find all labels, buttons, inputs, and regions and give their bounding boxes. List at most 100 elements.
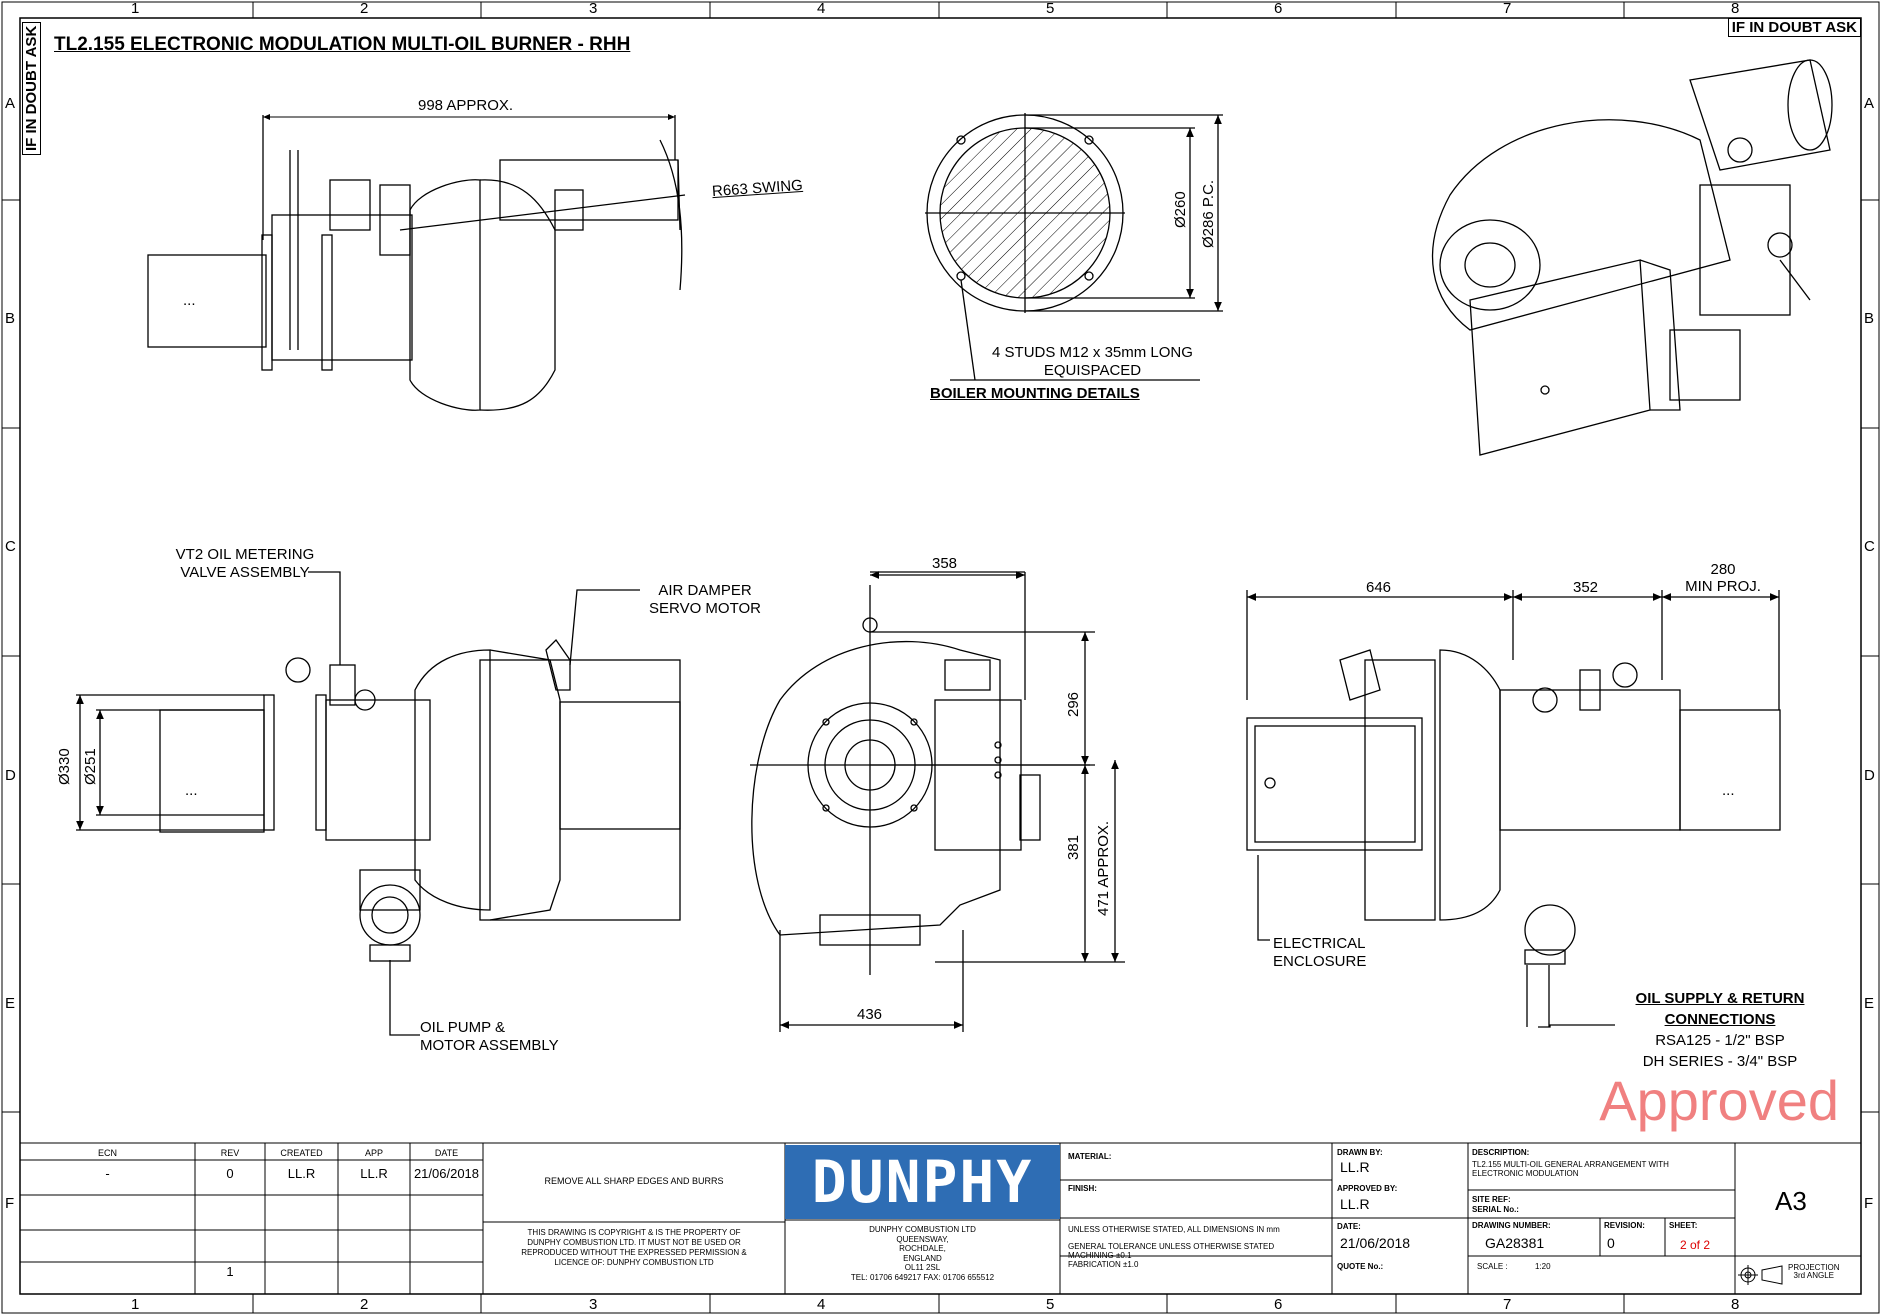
row-label-a-right: A bbox=[1864, 95, 1875, 112]
description-label: DESCRIPTION: bbox=[1472, 1148, 1530, 1157]
dim-358-label: 358 bbox=[932, 555, 958, 572]
created-value: LL.R bbox=[287, 1166, 316, 1181]
description-line-1: TL2.155 MULTI-OIL GENERAL ARRANGEMENT WI… bbox=[1472, 1160, 1669, 1169]
row-label-e-right: E bbox=[1864, 995, 1875, 1012]
company-address: DUNPHY COMBUSTION LTD QUEENSWAY, ROCHDAL… bbox=[785, 1225, 1060, 1282]
col-label-8-bottom: 8 bbox=[1731, 1296, 1740, 1313]
burner-isometric-view bbox=[1431, 59, 1833, 456]
burner-side-view-bottom bbox=[76, 571, 681, 1036]
tolerance-note: GENERAL TOLERANCE UNLESS OTHERWISE STATE… bbox=[1068, 1242, 1275, 1251]
oil-supply-note: OIL SUPPLY & RETURN CONNECTIONS RSA125 -… bbox=[1610, 988, 1830, 1072]
dim-998-label: 998 APPROX. bbox=[418, 97, 514, 114]
copyright-line-2: DUNPHY COMBUSTION LTD. IT MUST NOT BE US… bbox=[527, 1238, 741, 1247]
address-line-3: ROCHDALE, bbox=[899, 1244, 946, 1253]
date-label: DATE: bbox=[1337, 1222, 1361, 1231]
burner-front-view bbox=[750, 571, 1125, 1032]
boiler-mounting-heading: BOILER MOUNTING DETAILS bbox=[930, 385, 1140, 402]
date-header: DATE bbox=[434, 1148, 459, 1158]
burner-side-view-right bbox=[1246, 590, 1781, 1028]
row-label-b-right: B bbox=[1864, 310, 1875, 327]
oil-pump-label: OIL PUMP & MOTOR ASSEMBLY bbox=[420, 1019, 559, 1055]
dots-top-view: ... bbox=[183, 292, 196, 309]
projection-label: PROJECTION 3rd ANGLE bbox=[1788, 1264, 1840, 1280]
col-label-5-bottom: 5 bbox=[1046, 1296, 1055, 1313]
address-line-1: DUNPHY COMBUSTION LTD bbox=[869, 1225, 976, 1234]
dim-352-label: 352 bbox=[1573, 579, 1599, 596]
studs-line-2: EQUISPACED bbox=[1043, 362, 1142, 379]
date-value: 21/06/2018 bbox=[413, 1166, 480, 1181]
row-label-d: D bbox=[5, 767, 16, 784]
approved-by-value: LL.R bbox=[1340, 1196, 1370, 1212]
studs-note: 4 STUDS M12 x 35mm LONG EQUISPACED bbox=[980, 344, 1205, 380]
elec-line-1: ELECTRICAL bbox=[1273, 935, 1366, 952]
col-label-5: 5 bbox=[1046, 0, 1055, 17]
address-line-4: ENGLAND bbox=[903, 1253, 942, 1263]
elec-line-2: ENCLOSURE bbox=[1273, 953, 1367, 970]
row-label-d-right: D bbox=[1864, 767, 1875, 784]
air-line-1: AIR DAMPER bbox=[658, 582, 752, 599]
copyright-note: THIS DRAWING IS COPYRIGHT & IS THE PROPE… bbox=[483, 1228, 785, 1268]
dots-right-view: ... bbox=[1722, 782, 1735, 799]
dim-280-label: 280 bbox=[1710, 561, 1736, 578]
site-ref-label: SITE REF: bbox=[1472, 1195, 1511, 1204]
drawing-title: TL2.155 ELECTRONIC MODULATION MULTI-OIL … bbox=[54, 34, 631, 55]
finish-label: FINISH: bbox=[1068, 1184, 1097, 1193]
dims-note: UNLESS OTHERWISE STATED, ALL DIMENSIONS … bbox=[1068, 1225, 1280, 1234]
app-header: APP bbox=[364, 1148, 383, 1158]
sharp-edges-note: REMOVE ALL SHARP EDGES AND BURRS bbox=[544, 1176, 724, 1186]
drawing-number-label: DRAWING NUMBER: bbox=[1472, 1221, 1551, 1230]
dim-436-label: 436 bbox=[857, 1006, 883, 1023]
col-label-2: 2 bbox=[360, 0, 369, 17]
drawing-number-value: GA28381 bbox=[1485, 1235, 1545, 1251]
serial-label: SERIAL No.: bbox=[1472, 1205, 1519, 1214]
min-proj-label: MIN PROJ. bbox=[1685, 578, 1761, 595]
rev-value: 0 bbox=[226, 1166, 234, 1181]
col-label-4: 4 bbox=[817, 0, 826, 17]
projection-line-2: 3rd ANGLE bbox=[1793, 1271, 1835, 1280]
if-in-doubt-top: IF IN DOUBT ASK bbox=[1727, 18, 1861, 37]
col-label-1: 1 bbox=[131, 0, 140, 17]
if-in-doubt-left: IF IN DOUBT ASK bbox=[22, 21, 41, 155]
row-label-a: A bbox=[5, 95, 16, 112]
dim-646-label: 646 bbox=[1366, 579, 1392, 596]
row-label-c-right: C bbox=[1864, 538, 1875, 555]
drawn-by-label: DRAWN BY: bbox=[1337, 1148, 1383, 1157]
oil-line-3: RSA125 - 1/2" BSP bbox=[1655, 1032, 1785, 1049]
oil-line-1: OIL SUPPLY & RETURN bbox=[1635, 990, 1805, 1007]
col-label-4-bottom: 4 bbox=[817, 1296, 826, 1313]
dim-330-label: Ø330 bbox=[56, 748, 73, 785]
description-text: TL2.155 MULTI-OIL GENERAL ARRANGEMENT WI… bbox=[1472, 1160, 1669, 1178]
row-label-b: B bbox=[5, 310, 16, 327]
description-line-2: ELECTRONIC MODULATION bbox=[1472, 1169, 1579, 1178]
ecn-header: ECN bbox=[97, 1148, 117, 1158]
date-value-tb: 21/06/2018 bbox=[1340, 1235, 1411, 1251]
quote-label: QUOTE No.: bbox=[1337, 1262, 1384, 1271]
copyright-line-1: THIS DRAWING IS COPYRIGHT & IS THE PROPE… bbox=[527, 1228, 741, 1237]
projection-line-1: PROJECTION bbox=[1788, 1263, 1840, 1272]
oil-line-4: DH SERIES - 3/4" BSP bbox=[1642, 1053, 1798, 1070]
rev-header: REV bbox=[220, 1148, 240, 1158]
projection-symbol-icon bbox=[1738, 1265, 1783, 1285]
vt2-label: VT2 OIL METERING VALVE ASSEMBLY bbox=[170, 546, 320, 582]
dim-381-label: 381 bbox=[1065, 834, 1082, 860]
dim-251-label: Ø251 bbox=[82, 748, 99, 785]
air-line-2: SERVO MOTOR bbox=[649, 600, 761, 617]
sheet-value: 2 of 2 bbox=[1680, 1238, 1711, 1252]
address-line-6: TEL: 01706 649217 FAX: 01706 655512 bbox=[850, 1272, 995, 1282]
dunphy-logo: DUNPHY bbox=[785, 1145, 1060, 1219]
dim-471-label: 471 APPROX. bbox=[1095, 820, 1112, 916]
approved-stamp: Approved bbox=[1599, 1069, 1839, 1132]
row-label-c: C bbox=[5, 538, 16, 555]
rev-last-value: 1 bbox=[226, 1264, 234, 1279]
dim-280-group: 280 MIN PROJ. bbox=[1673, 561, 1773, 595]
studs-line-1: 4 STUDS M12 x 35mm LONG bbox=[992, 344, 1193, 361]
col-label-3: 3 bbox=[589, 0, 598, 17]
copyright-line-4: LICENCE OF: DUNPHY COMBUSTION LTD bbox=[554, 1258, 714, 1267]
col-label-6-bottom: 6 bbox=[1274, 1296, 1283, 1313]
burner-side-view-top bbox=[147, 115, 686, 411]
revision-value: 0 bbox=[1607, 1235, 1615, 1251]
col-label-8: 8 bbox=[1731, 0, 1740, 17]
